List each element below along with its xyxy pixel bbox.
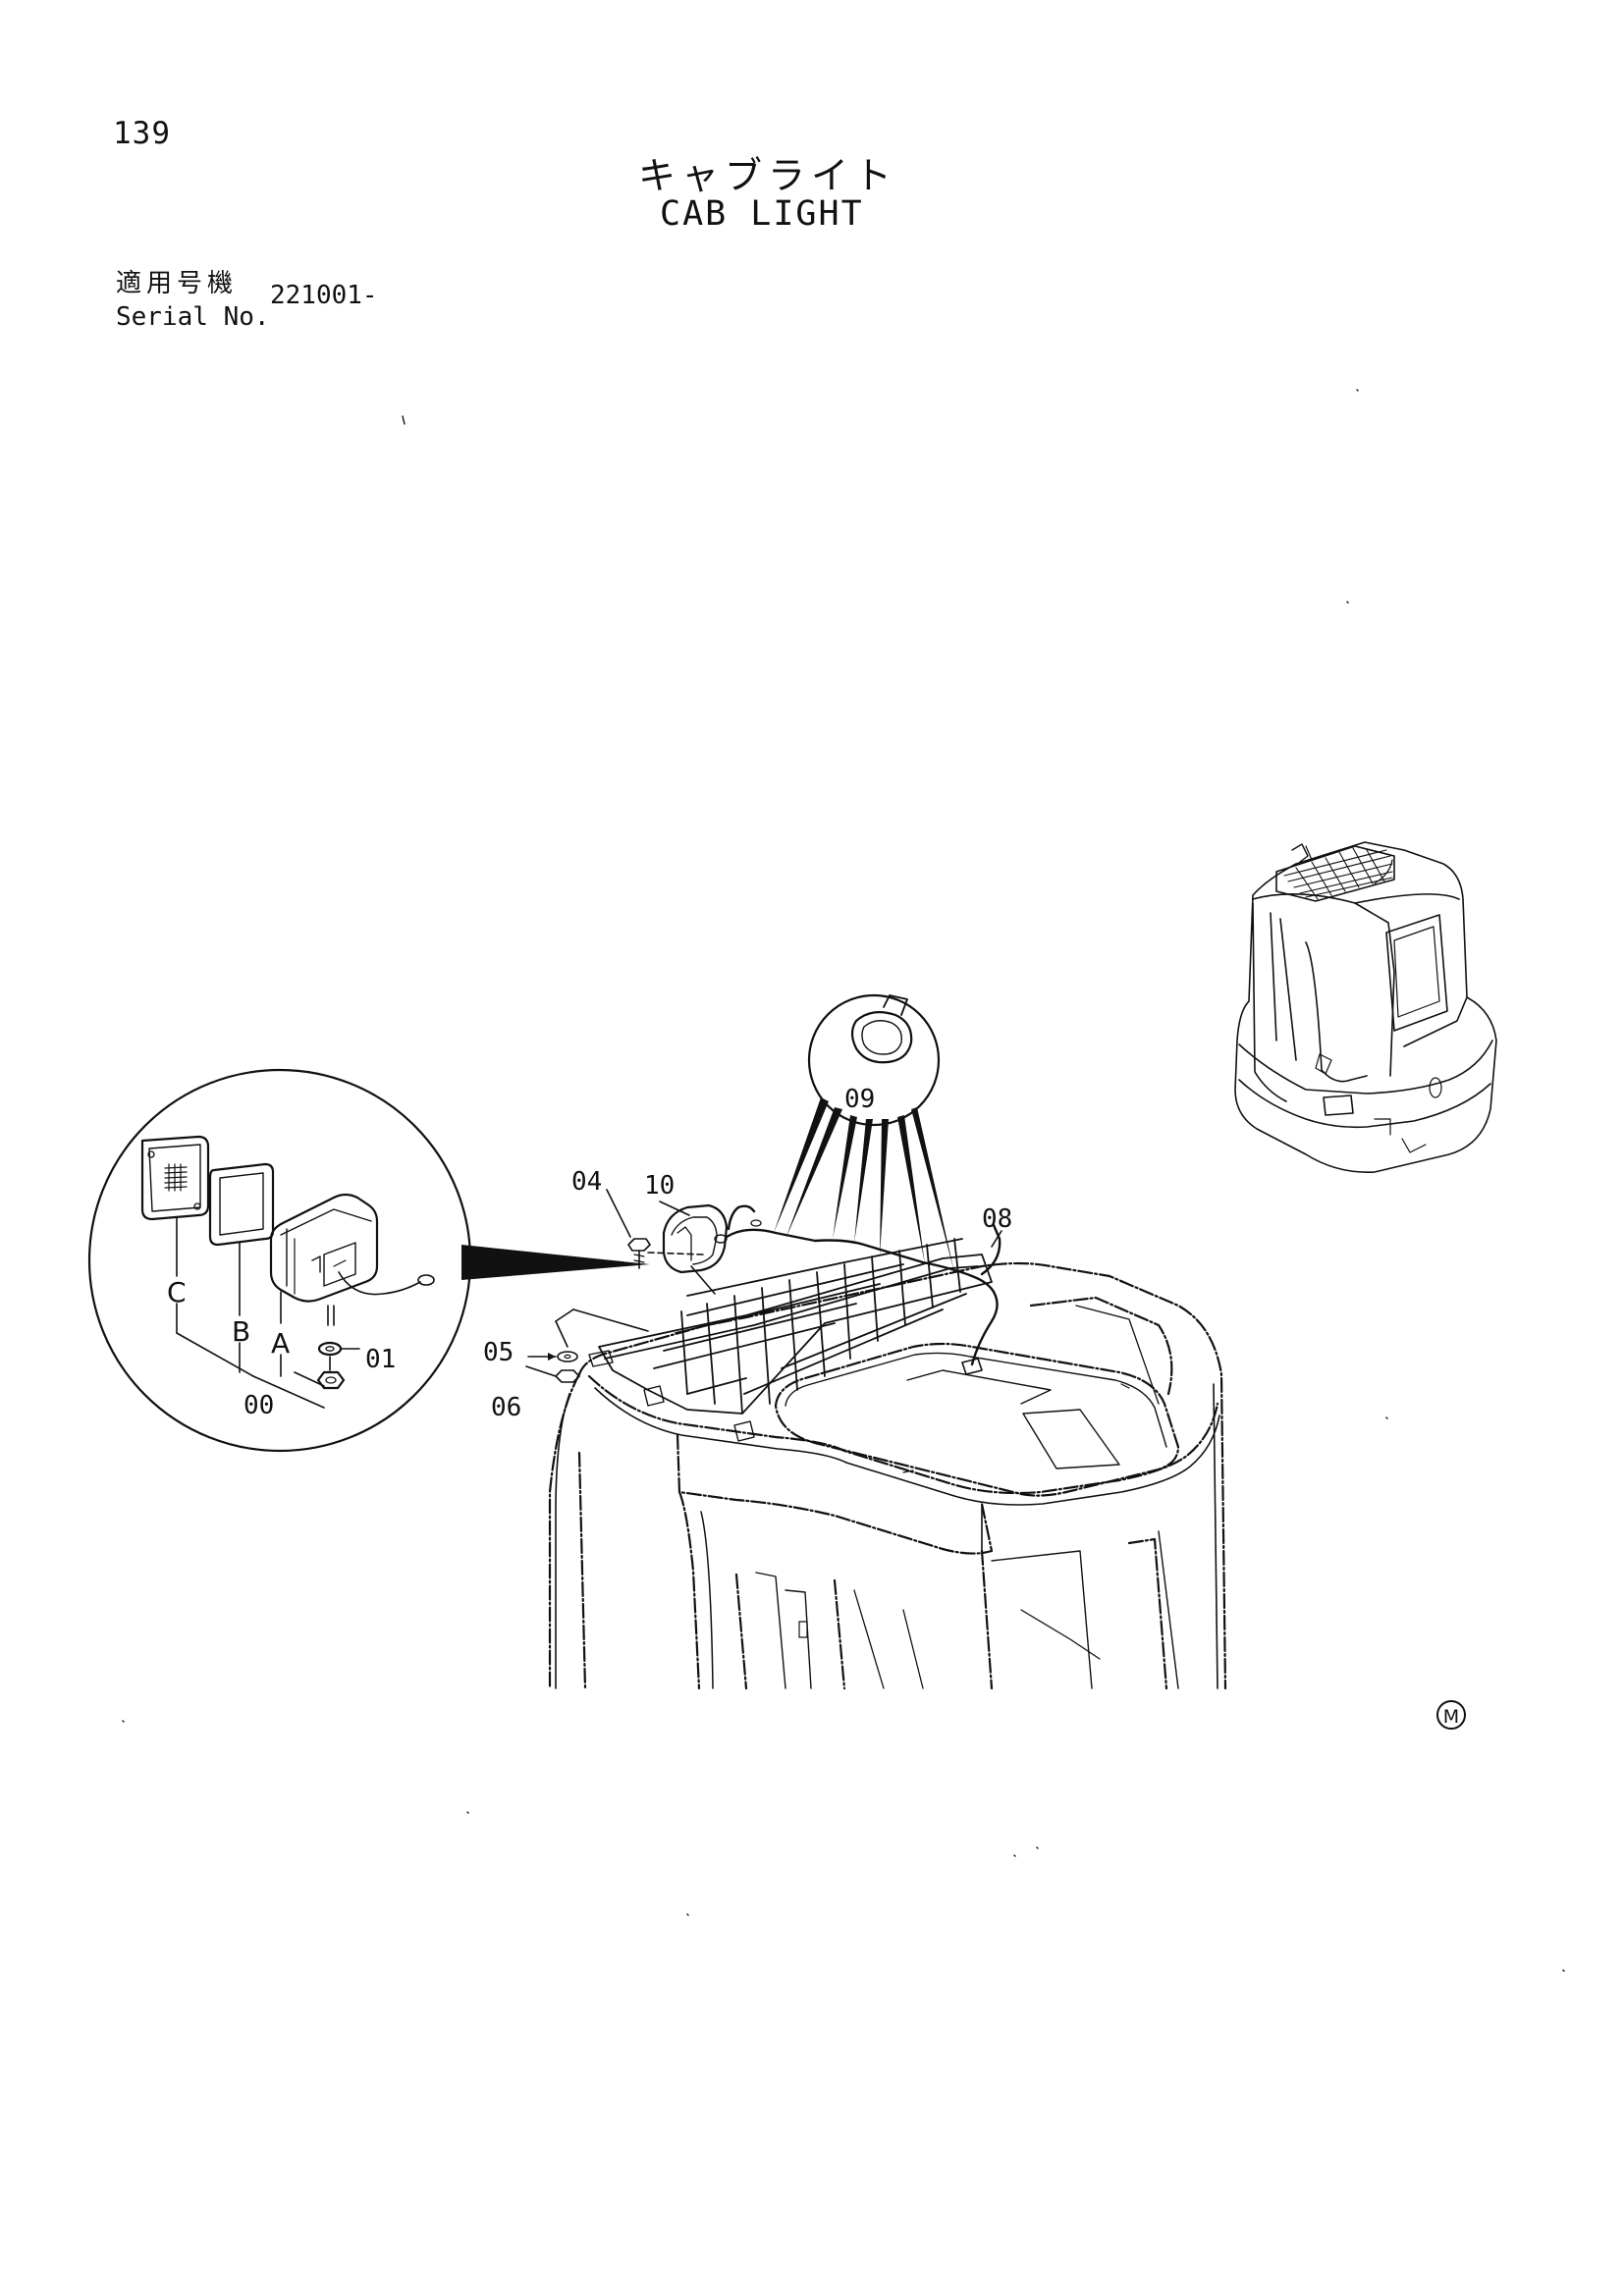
lamp-leader-lines [176,1216,360,1409]
cab-reference-view [1234,841,1497,1173]
clip-detail-circle [807,993,941,1127]
clip-pointer-wedges [774,1097,954,1272]
callout-05: 05 [483,1338,514,1367]
lamp-body-part [269,1193,435,1326]
serial-number-range: 221001- [270,281,378,310]
callout-06: 06 [491,1393,521,1422]
cab-roof-structure [548,1261,1227,1690]
lamp-gasket-part [208,1162,275,1247]
nut-06 [555,1369,580,1383]
lamp-nut-part [316,1370,346,1390]
lamp-detail-circle [87,1068,472,1453]
callout-10: 10 [644,1171,675,1201]
callout-letter-c: C [167,1276,187,1308]
page-number: 139 [113,116,171,151]
bolt-04 [627,1238,651,1269]
callout-08: 08 [982,1204,1012,1234]
wire-harness [725,1204,1001,1375]
footer-mark: M [1436,1700,1466,1730]
page-title-japanese: キャブライト [638,154,898,197]
serial-label-japanese: 適用号機 [116,269,239,298]
scan-specks [122,389,1565,1972]
serial-label-english: Serial No. [116,302,270,332]
washer-05 [557,1351,578,1362]
roof-guard-grid [598,1238,993,1415]
lamp-washer-part [317,1341,343,1357]
callout-00: 00 [244,1391,274,1420]
callout-letter-a: A [271,1327,290,1360]
page-title-english: CAB LIGHT [660,194,864,234]
lamp-lens-part [140,1135,210,1221]
callout-09: 09 [844,1085,875,1114]
lamp-pointer-wedge [461,1245,650,1280]
callout-04: 04 [571,1167,602,1197]
callout-01: 01 [365,1345,396,1374]
callout-letter-b: B [232,1315,250,1348]
cab-lamp-assembly [662,1203,762,1274]
footer-mark-letter: M [1443,1706,1459,1728]
